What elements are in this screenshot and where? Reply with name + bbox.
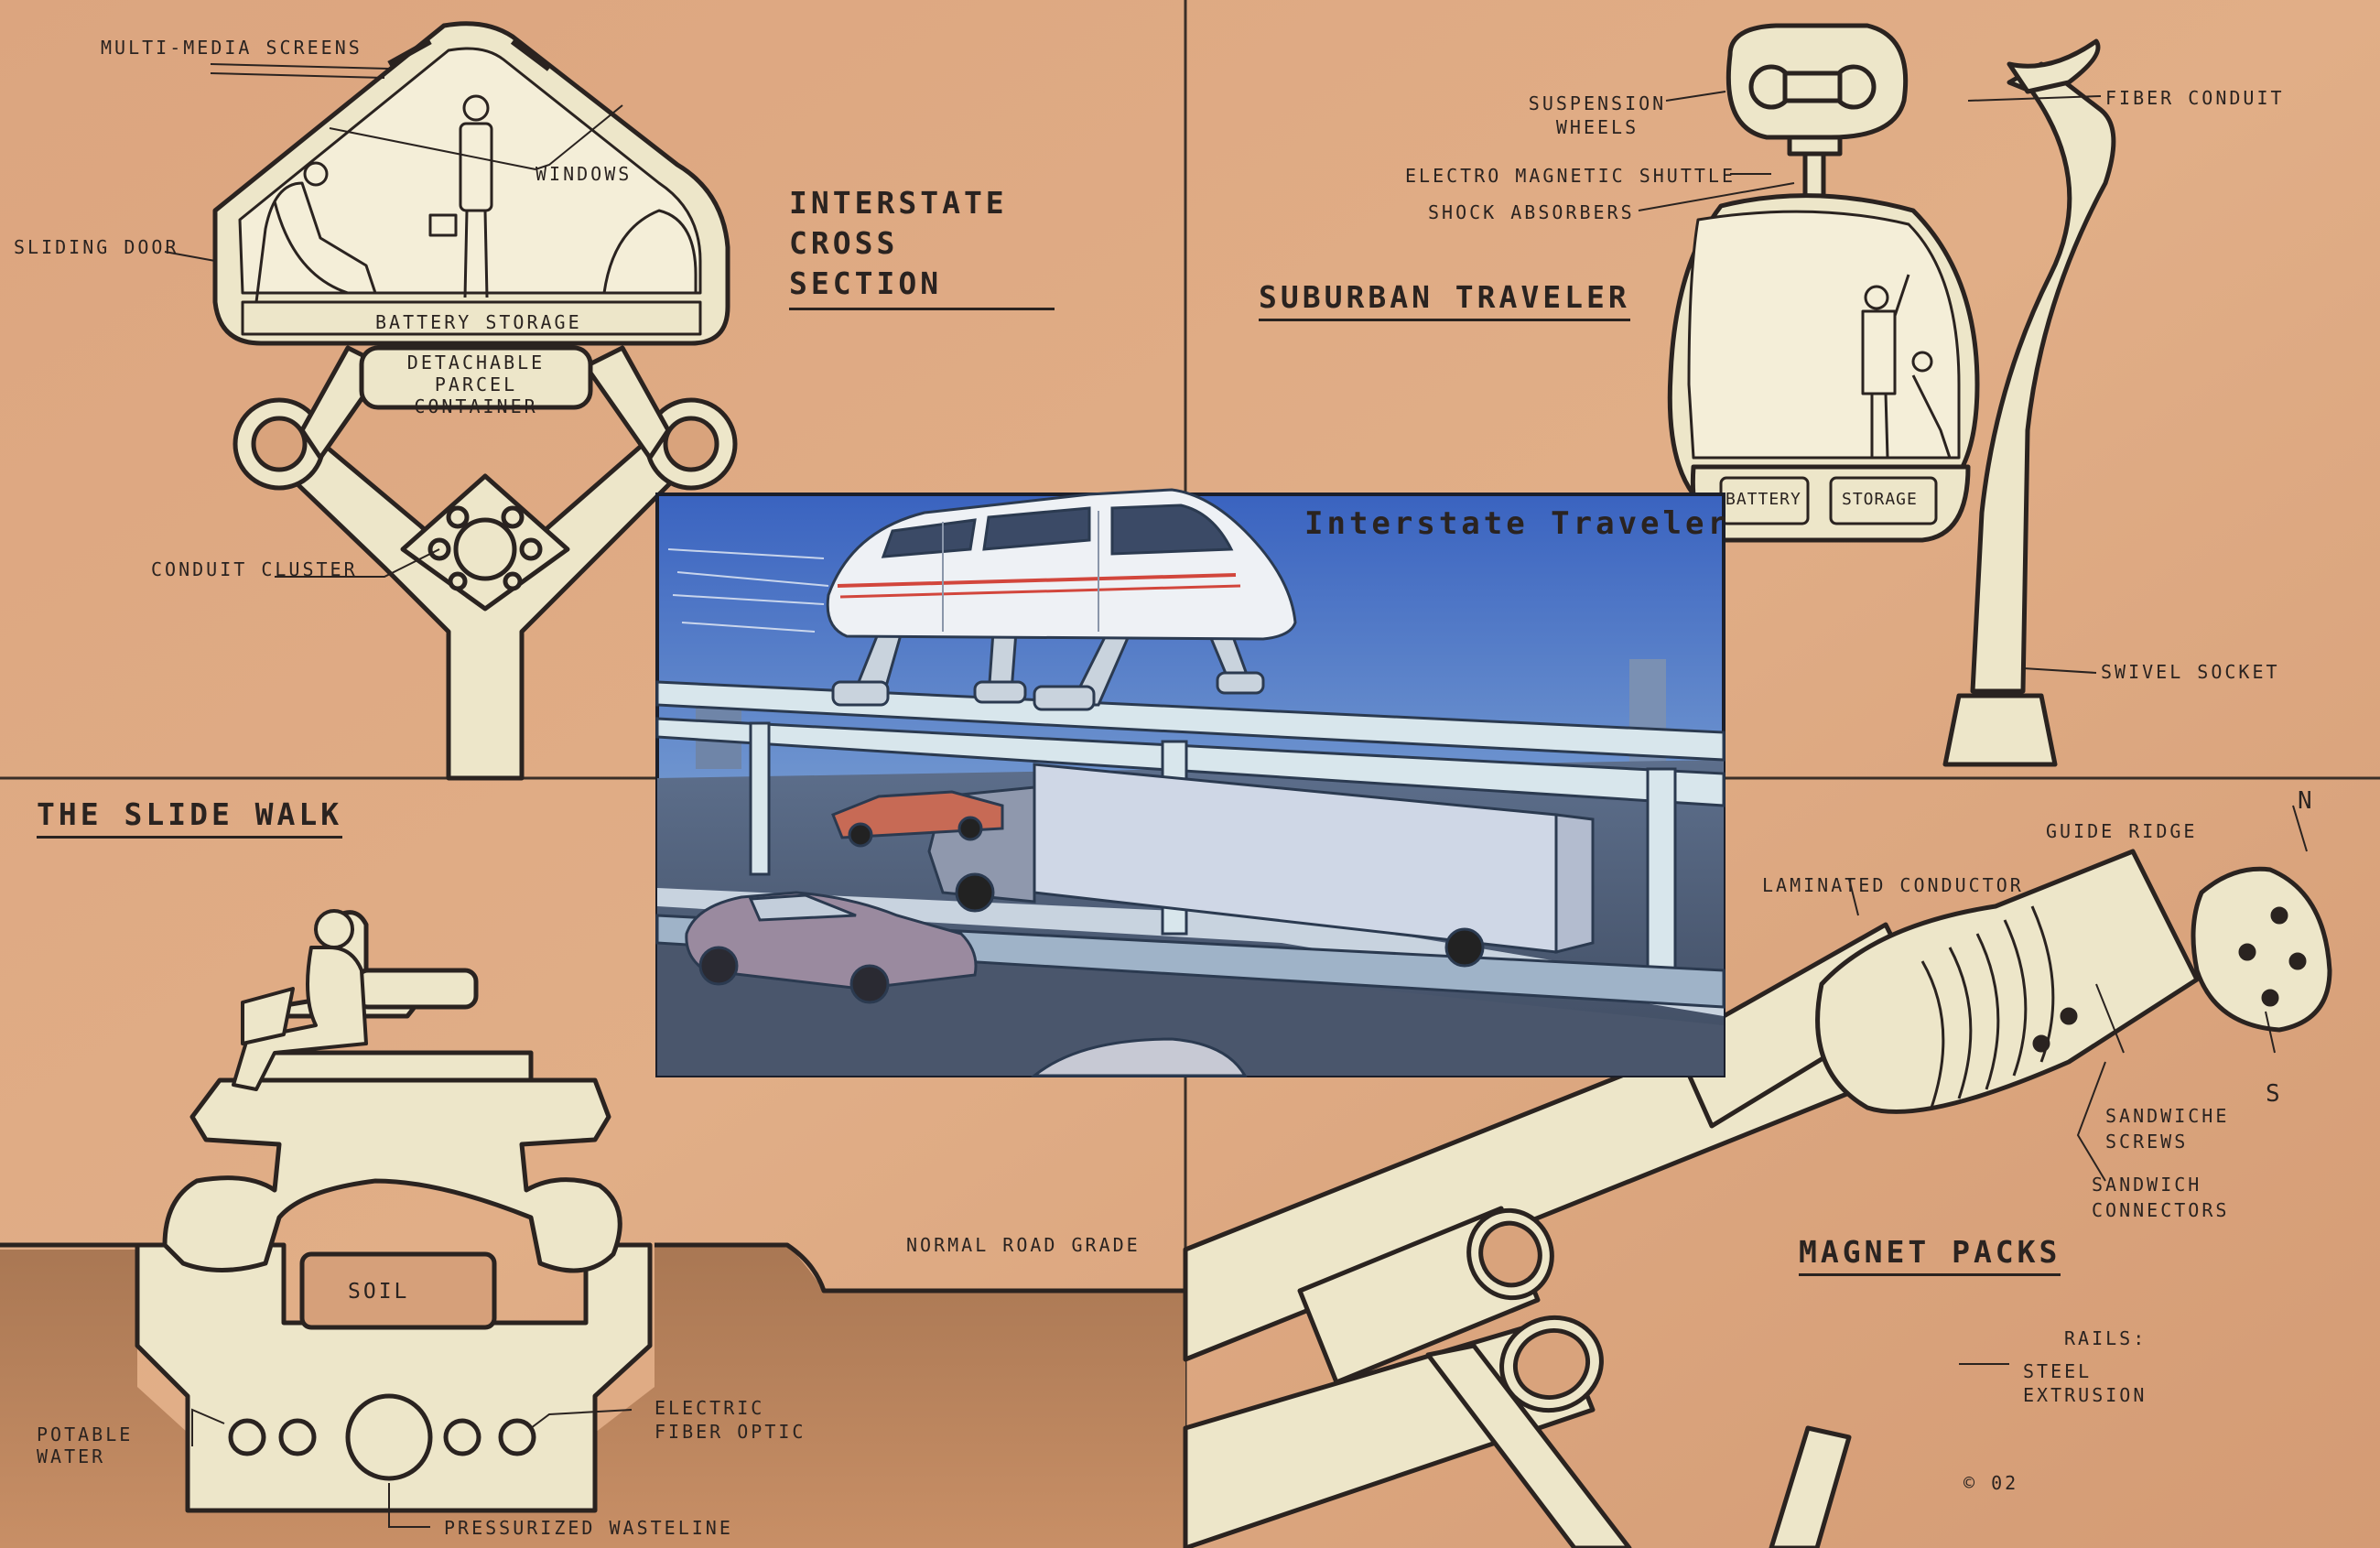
slidewalk-drawing bbox=[0, 909, 1185, 1548]
interstate-rendering bbox=[655, 488, 1726, 1077]
battery-label: Battery bbox=[1726, 490, 1801, 509]
electro-magnetic-shuttle-label: Electro Magnetic Shuttle bbox=[1405, 165, 1736, 187]
suburban-pod-drawing bbox=[1667, 23, 2116, 767]
windows-label: Windows bbox=[536, 163, 633, 185]
slide-walk-title: The Slide Walk bbox=[37, 796, 343, 839]
cross-section-drawing bbox=[212, 21, 738, 781]
suspension-wheels-label: Suspension Wheels bbox=[1528, 92, 1667, 138]
steel-extrusion-label: Steel Extrusion bbox=[2023, 1360, 2147, 1406]
sliding-door-label: Sliding Door bbox=[14, 236, 179, 258]
pressurized-wasteline-label: Pressurized Wasteline bbox=[444, 1517, 733, 1539]
suburban-traveler-title: Suburban Traveler bbox=[1259, 279, 1630, 321]
rails-label: Rails: bbox=[2064, 1327, 2147, 1349]
fiber-conduit-label: Fiber Conduit bbox=[2105, 87, 2285, 109]
magnet-packs-title: Magnet Packs bbox=[1799, 1234, 2061, 1276]
north-label: N bbox=[2298, 787, 2315, 815]
interstate-traveler-title: Interstate Traveler bbox=[1304, 505, 1730, 542]
south-label: S bbox=[2266, 1080, 2283, 1108]
storage-label: Storage bbox=[1842, 490, 1918, 509]
swivel-socket-label: Swivel Socket bbox=[2101, 661, 2280, 683]
battery-storage-label: Battery Storage bbox=[375, 311, 582, 333]
sandwiche-screws-label: Sandwiche Screws bbox=[2105, 1105, 2230, 1153]
conduit-cluster-label: Conduit Cluster bbox=[151, 558, 358, 580]
cross-section-title: Interstate Cross Section bbox=[789, 183, 1055, 310]
artist-signature: © 02 bbox=[1964, 1472, 2019, 1494]
multimedia-screens-label: Multi-Media Screens bbox=[101, 37, 362, 59]
normal-road-grade-label: Normal Road Grade bbox=[906, 1234, 1141, 1256]
sandwich-connectors-label: Sandwich Connectors bbox=[2092, 1174, 2230, 1221]
soil-label: Soil bbox=[348, 1280, 410, 1304]
laminated-conductor-label: Laminated Conductor bbox=[1762, 874, 2024, 896]
magnet-packs-drawing bbox=[1183, 849, 2332, 1548]
shock-absorbers-label: Shock Absorbers bbox=[1428, 201, 1635, 223]
potable-water-label: Potable Water bbox=[37, 1424, 134, 1467]
electric-fiber-optic-label: Electric Fiber Optic bbox=[654, 1397, 806, 1443]
parcel-container-label: Detachable Parcel Container bbox=[406, 352, 546, 417]
guide-ridge-label: Guide Ridge bbox=[2046, 820, 2198, 842]
